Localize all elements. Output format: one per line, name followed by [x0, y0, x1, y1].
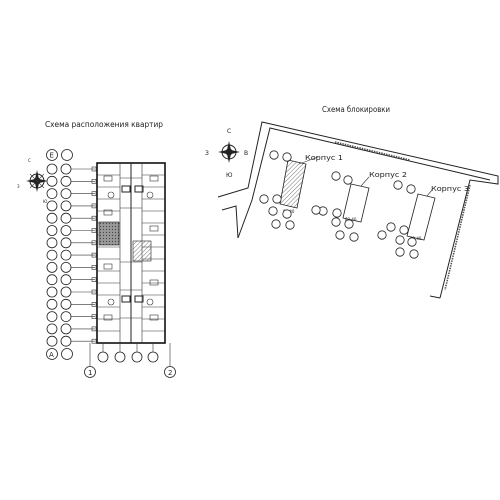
axis-bubble-right-num: 2	[164, 366, 176, 378]
hatched-stair	[132, 240, 152, 262]
compass-rose-right-icon	[218, 141, 240, 163]
axis-bubble-top: Е	[46, 149, 58, 161]
svg-text:1: 1	[88, 369, 92, 377]
building-3: Корпус 3 83.40	[406, 184, 469, 241]
svg-text:Ю: Ю	[226, 172, 233, 179]
svg-text:83.40: 83.40	[345, 217, 357, 222]
svg-text:С: С	[28, 158, 31, 163]
building-2: Корпус 2 83.40	[342, 170, 407, 223]
svg-text:83.40: 83.40	[410, 236, 422, 241]
compass-rose-left-icon	[26, 170, 48, 192]
highlighted-apartment	[98, 221, 120, 246]
axis-bubble-bottom: А	[46, 348, 58, 360]
bottom-axis-bubbles	[89, 343, 171, 366]
building-3-label: Корпус 3	[431, 184, 469, 193]
apartment-number-bubbles	[46, 163, 97, 347]
left-title: Схема расположения квартир	[45, 119, 163, 129]
building-2-label: Корпус 2	[369, 170, 407, 179]
axis-bubble-left-num: 1	[84, 366, 96, 378]
site-axis-bubbles	[259, 150, 419, 259]
floor-plan	[96, 162, 166, 344]
site-roads	[217, 121, 499, 299]
svg-text:С: С	[227, 128, 231, 135]
svg-text:З: З	[17, 184, 20, 189]
svg-text:Ю: Ю	[43, 199, 48, 204]
building-1-label: Корпус 1	[305, 153, 343, 162]
svg-text:Е: Е	[50, 152, 54, 160]
right-title: Схема блокировки	[322, 104, 390, 114]
svg-text:В: В	[244, 150, 248, 157]
svg-text:З: З	[205, 150, 209, 157]
svg-text:2: 2	[168, 369, 172, 377]
svg-text:А: А	[49, 351, 54, 359]
building-1: Корпус 1 83.40	[279, 153, 343, 214]
